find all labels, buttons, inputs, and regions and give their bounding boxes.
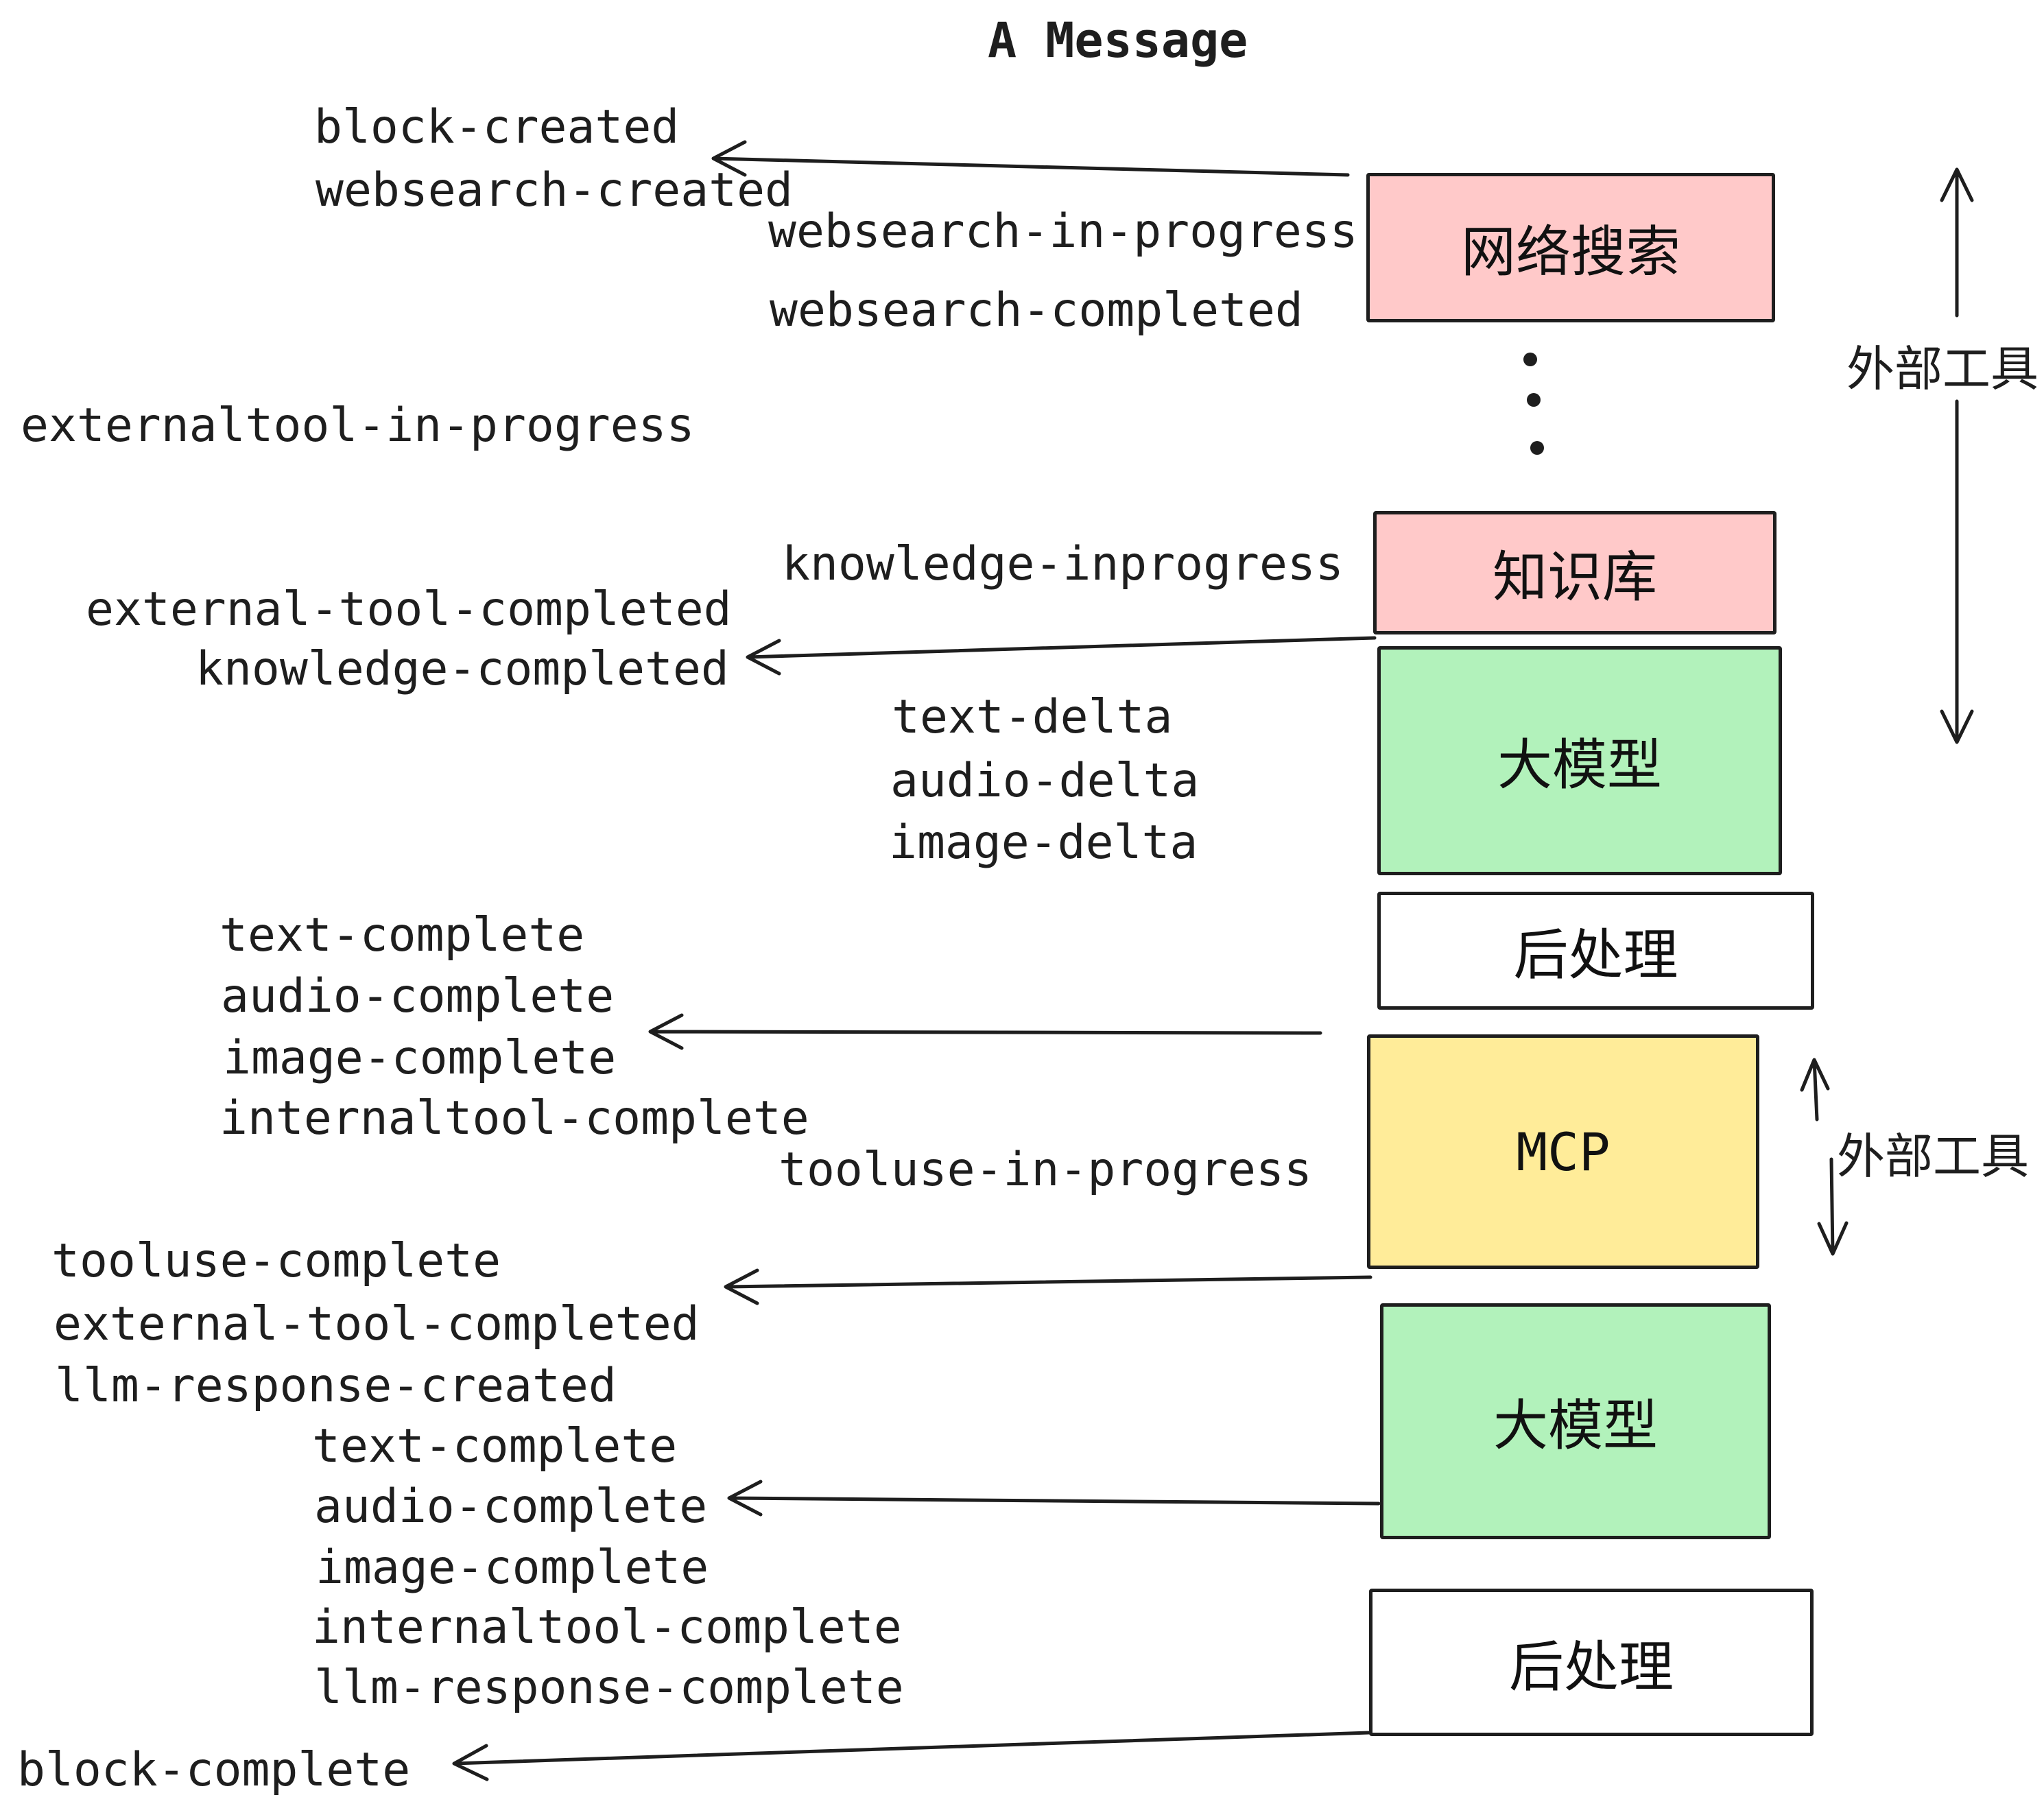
arrow-to-block-complete — [452, 1731, 1371, 1781]
event-label-image-delta: image-delta — [889, 816, 1198, 870]
event-label-externaltool-in-progress: externaltool-in-progress — [21, 399, 695, 453]
arrow-to-image-complete — [648, 1013, 1322, 1050]
node-mcp: MCP — [1367, 1034, 1759, 1269]
event-label-websearch-in-progress: websearch-in-progress — [768, 204, 1358, 259]
event-label-audio-complete-2: audio-complete — [314, 1480, 708, 1534]
node-post-process-2: 后处理 — [1369, 1589, 1814, 1736]
event-label-llm-response-complete: llm-response-complete — [314, 1661, 904, 1715]
up-arrow-external-tools-2 — [1800, 1058, 1830, 1121]
event-label-text-delta: text-delta — [892, 690, 1173, 744]
arrow-to-knowledge-completed — [746, 636, 1377, 676]
event-label-audio-delta: audio-delta — [890, 754, 1200, 808]
event-label-knowledge-inprogress: knowledge-inprogress — [782, 537, 1344, 591]
event-label-external-tool-completed-2: external-tool-completed — [54, 1297, 700, 1351]
event-label-external-tool-completed: external-tool-completed — [86, 582, 732, 637]
node-llm-2: 大模型 — [1380, 1303, 1771, 1539]
event-label-tooluse-complete: tooluse-complete — [51, 1234, 501, 1288]
node-mcp-label: MCP — [1516, 1121, 1611, 1183]
arrow-to-tooluse-complete — [724, 1268, 1372, 1305]
node-websearch-label: 网络搜索 — [1461, 220, 1680, 284]
event-label-audio-complete: audio-complete — [221, 969, 615, 1023]
node-websearch: 网络搜索 — [1366, 173, 1775, 322]
event-label-internaltool-complete-2: internaltool-complete — [312, 1600, 902, 1654]
event-label-image-complete-2: image-complete — [316, 1541, 709, 1595]
node-post-process-1: 后处理 — [1377, 892, 1814, 1010]
down-arrow-external-tools-2 — [1817, 1157, 1849, 1256]
event-label-llm-response-created: llm-response-created — [55, 1359, 617, 1413]
node-llm-2-label: 大模型 — [1493, 1394, 1658, 1458]
ellipsis-dots — [1523, 353, 1544, 455]
event-label-internaltool-complete: internaltool-complete — [219, 1091, 809, 1146]
external-tools-label-2: 外部工具 — [1837, 1128, 2029, 1185]
event-label-text-complete-2: text-complete — [312, 1419, 678, 1473]
node-post-process-1-label: 后处理 — [1513, 923, 1678, 987]
event-label-websearch-created: websearch-created — [316, 163, 793, 217]
up-arrow-external-tools-1 — [1940, 167, 1974, 318]
node-llm-1-label: 大模型 — [1497, 733, 1662, 797]
diagram-title: A Message — [988, 12, 1248, 69]
event-label-websearch-completed: websearch-completed — [770, 283, 1303, 337]
event-label-block-created: block-created — [314, 100, 680, 154]
event-label-knowledge-completed: knowledge-completed — [195, 642, 729, 696]
down-arrow-external-tools-1 — [1940, 399, 1974, 744]
arrow-to-block-created — [711, 140, 1350, 177]
arrow-to-audio-complete — [727, 1480, 1381, 1517]
node-post-process-2-label: 后处理 — [1509, 1635, 1674, 1699]
event-label-tooluse-in-progress: tooluse-in-progress — [779, 1143, 1312, 1197]
event-label-image-complete: image-complete — [223, 1031, 617, 1085]
node-knowledge-base-label: 知识库 — [1493, 545, 1657, 609]
event-label-block-complete: block-complete — [17, 1743, 411, 1797]
node-knowledge-base: 知识库 — [1373, 511, 1776, 634]
node-llm-1: 大模型 — [1377, 646, 1782, 875]
external-tools-label-1: 外部工具 — [1846, 341, 2039, 397]
event-label-text-complete: text-complete — [219, 908, 585, 962]
